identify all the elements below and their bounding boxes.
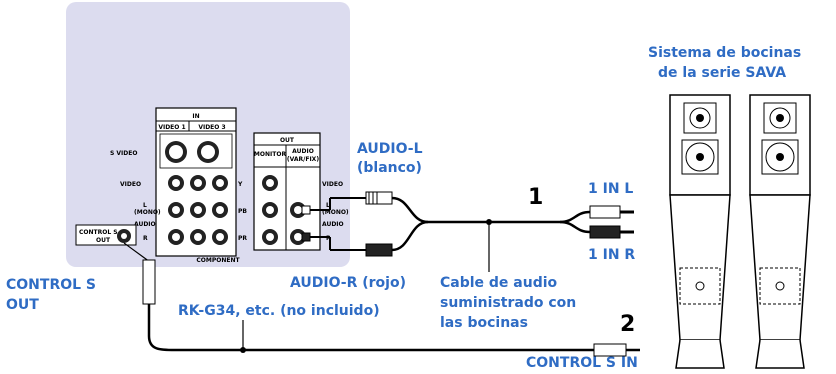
in-l-label: 1 IN L [588, 181, 634, 197]
var-fix-label: (VAR/FIX) [287, 156, 319, 163]
audio-cable-lower [391, 220, 429, 252]
step-2-number: 2 [620, 312, 636, 337]
out-video-label: VIDEO [322, 181, 343, 188]
control-s-out-jack: CONTROL S OUT [75, 224, 137, 246]
control-s-out-panel-label: OUT [96, 237, 111, 244]
audio-l-plug-out [301, 191, 393, 215]
component-label: COMPONENT [196, 257, 240, 264]
l-label: L [143, 202, 147, 209]
out-l-label: L [326, 202, 330, 209]
audio-label: AUDIO [134, 221, 156, 228]
mono-label: (MONO) [134, 209, 161, 216]
speaker-system-title-line1: Sistema de bocinas [648, 45, 802, 61]
r-label: R [143, 235, 148, 242]
in-header: IN [192, 113, 199, 120]
control-s-cable [123, 242, 640, 357]
cable-label-line1: Cable de audio [440, 275, 558, 291]
pr-label: PR [238, 235, 247, 242]
s-video-label: S VIDEO [110, 150, 137, 157]
control-s-out-label-line2: OUT [6, 297, 39, 313]
video3-label: VIDEO 3 [198, 124, 225, 131]
monitor-label: MONITOR [254, 151, 287, 158]
cable-label-line3: las bocinas [440, 315, 528, 331]
out-jack-block: OUT MONITOR AUDIO (VAR/FIX) [253, 132, 321, 251]
speaker-left [669, 94, 731, 369]
audio-out-label: AUDIO [292, 148, 314, 155]
pb-label: PB [238, 208, 247, 215]
out-mono-label: (MONO) [322, 209, 349, 216]
in-jack-block: IN VIDEO 1 VIDEO 3 Y PB PR COMPONENT [155, 107, 247, 264]
video-label: VIDEO [120, 181, 141, 188]
audio-l-color-label: (blanco) [357, 160, 422, 176]
speaker-system-title-line2: de la serie SAVA [658, 65, 787, 81]
speaker-audio-plugs [589, 205, 634, 239]
audio-r-label: AUDIO-R (rojo) [290, 275, 406, 291]
control-s-panel-label: CONTROL S [79, 229, 118, 236]
step-1-number: 1 [528, 185, 544, 210]
out-r-label: R [326, 235, 331, 242]
out-header: OUT [280, 137, 295, 144]
cable-label-line2: suministrado con [440, 295, 577, 311]
out-audio-label: AUDIO [322, 221, 344, 228]
speaker-right [749, 94, 811, 369]
audio-l-label: AUDIO-L [357, 141, 423, 157]
y-label: Y [237, 181, 243, 188]
rk-cable-label: RK-G34, etc. (no incluido) [178, 303, 380, 319]
control-s-out-label-line1: CONTROL S [6, 277, 97, 293]
audio-r-plug-out [301, 232, 393, 257]
video1-label: VIDEO 1 [158, 124, 185, 131]
in-r-label: 1 IN R [588, 247, 636, 263]
control-s-in-label: CONTROL S IN [526, 355, 638, 371]
